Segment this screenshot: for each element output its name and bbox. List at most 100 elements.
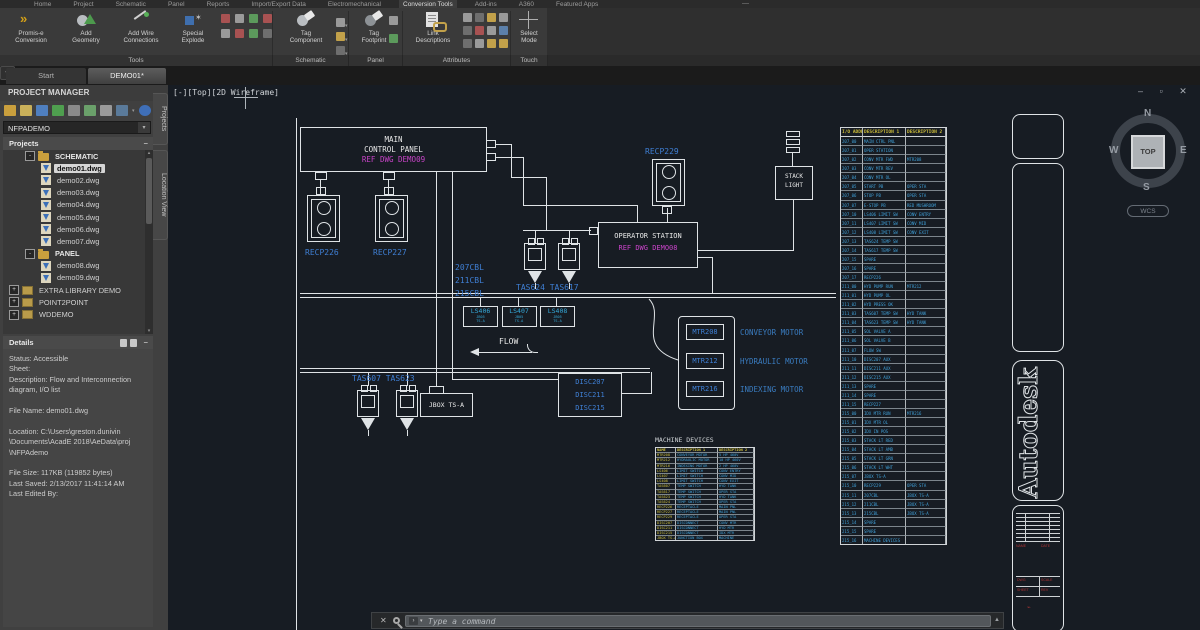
group-label-attributes[interactable]: Attributes <box>403 55 511 66</box>
viewport-label[interactable]: [-][Top][2D Wireframe] <box>173 88 279 97</box>
tree-item-panel[interactable]: -PANEL <box>3 248 145 260</box>
cable-label[interactable]: 211CBL <box>455 274 484 287</box>
tab-start[interactable]: Start <box>6 68 86 84</box>
details-collapse-icon[interactable]: − <box>144 336 148 349</box>
motor-box-mtr216[interactable]: MTR216 <box>686 381 724 397</box>
ribbon-tab-featured-apps[interactable]: Featured Apps <box>552 0 602 8</box>
wcs-dropdown[interactable]: WCS <box>1127 205 1169 217</box>
group-label-schematic[interactable]: Schematic <box>273 55 349 66</box>
motor-box-mtr208[interactable]: MTR208 <box>686 324 724 340</box>
help-icon[interactable] <box>139 105 151 116</box>
ribbon-small-icon[interactable] <box>499 13 508 22</box>
temp-switch-tas607[interactable] <box>357 390 379 417</box>
recp229-label[interactable]: RECP229 <box>645 147 679 156</box>
grid-icon[interactable] <box>68 105 80 116</box>
command-input[interactable]: › ▾ Type a command <box>405 615 991 627</box>
special-explode-button[interactable]: ✶ Special Explode <box>168 10 218 44</box>
temp-switch-tas617[interactable] <box>558 243 580 270</box>
ribbon-small-icon[interactable] <box>336 46 345 55</box>
tree-expand-icon[interactable]: - <box>25 249 35 259</box>
limit-switch-ls406[interactable]: LS406JB05TS-A <box>463 306 498 327</box>
tree-item-extra-library-demo[interactable]: +EXTRA LIBRARY DEMO <box>3 284 145 296</box>
cable-label[interactable]: 207CBL <box>455 261 484 274</box>
collapse-icon[interactable]: − <box>144 137 148 150</box>
ribbon-small-icon[interactable] <box>463 13 472 22</box>
ribbon-small-icon[interactable] <box>249 29 258 38</box>
ribbon-small-icon[interactable] <box>235 29 244 38</box>
active-project-combo[interactable]: NFPADEMO ▾ <box>3 121 151 134</box>
receptacle-symbol-recp226[interactable] <box>307 195 340 242</box>
receptacle-symbol-recp227[interactable] <box>375 195 408 242</box>
ribbon-small-icon[interactable] <box>475 39 484 48</box>
viewcube-south[interactable]: S <box>1143 182 1150 193</box>
tree-item-demo06-dwg[interactable]: demo06.dwg <box>3 223 145 235</box>
machine-devices-table[interactable]: NAMEDESCRIPTION 1DESCRIPTION 2MTR208CONV… <box>655 447 755 541</box>
ribbon-small-icon[interactable] <box>475 26 484 35</box>
ribbon-small-icon[interactable] <box>235 14 244 23</box>
ribbon-small-icon[interactable] <box>263 14 272 23</box>
tas-bottom-labels[interactable]: TAS607 TAS623 <box>352 374 415 383</box>
drawing-window-controls[interactable]: – ▫ ✕ <box>1138 86 1194 97</box>
tree-item-demo07-dwg[interactable]: demo07.dwg <box>3 235 145 247</box>
command-history-up-icon[interactable]: ▲ <box>994 617 1000 623</box>
settings-icon[interactable] <box>116 105 128 116</box>
motor-box-mtr212[interactable]: MTR212 <box>686 353 724 369</box>
tag-component-button[interactable]: Tag Component <box>278 10 334 44</box>
ribbon-small-icon[interactable] <box>487 39 496 48</box>
tree-scrollbar[interactable]: ▴▾ <box>145 150 153 334</box>
tas-top-labels[interactable]: TAS624 TAS617 <box>516 283 579 292</box>
window-minimize-icon[interactable]: — <box>742 0 749 7</box>
ribbon-small-icon[interactable] <box>487 13 496 22</box>
tree-expand-icon[interactable]: + <box>9 285 19 295</box>
tree-item-demo01-dwg[interactable]: demo01.dwg <box>3 162 145 174</box>
ribbon-small-icon[interactable] <box>475 13 484 22</box>
command-customize-icon[interactable] <box>393 617 400 624</box>
details-preview-icon[interactable] <box>130 339 137 347</box>
temp-switch-tas624[interactable] <box>524 243 546 270</box>
recp226-label[interactable]: RECP226 <box>305 248 339 257</box>
ribbon-small-icon[interactable] <box>463 26 472 35</box>
viewcube-east[interactable]: E <box>1180 145 1187 156</box>
ribbon-small-icon[interactable] <box>221 14 230 23</box>
ribbon-small-icon[interactable] <box>221 29 230 38</box>
viewcube-west[interactable]: W <box>1109 145 1118 156</box>
ribbon-tab-electromechanical[interactable]: Electromechanical <box>324 0 385 8</box>
details-doc-icon[interactable] <box>120 339 127 347</box>
tree-item-demo02-dwg[interactable]: demo02.dwg <box>3 174 145 186</box>
project-details-icon[interactable] <box>36 105 48 116</box>
receptacle-symbol-recp229[interactable] <box>652 159 685 206</box>
command-caret-icon[interactable]: ▾ <box>420 618 423 624</box>
tree-view-icon[interactable] <box>84 105 96 116</box>
tree-item-demo03-dwg[interactable]: demo03.dwg <box>3 187 145 199</box>
command-close-icon[interactable]: ✕ <box>380 616 387 625</box>
ribbon-tab-project[interactable]: Project <box>69 0 97 8</box>
ribbon-small-icon[interactable] <box>389 34 398 43</box>
tree-item-wddemo[interactable]: +WDDEMO <box>3 308 145 320</box>
io-list-table[interactable]: I/O ADDRDESCRIPTION 1DESCRIPTION 2207_00… <box>840 127 947 545</box>
ribbon-tab-import-export-data[interactable]: Import/Export Data <box>247 0 310 8</box>
vertical-tab-location-view[interactable]: Location View <box>153 150 168 240</box>
command-line-dock[interactable]: ✕ › ▾ Type a command ▲ <box>371 612 1004 629</box>
limit-switch-ls408[interactable]: LS408JB05TS-A <box>540 306 575 327</box>
add-geometry-button[interactable]: Add Geometry <box>60 10 112 44</box>
tree-expand-icon[interactable]: - <box>25 151 35 161</box>
refresh-icon[interactable] <box>52 105 64 116</box>
ribbon-small-icon[interactable] <box>463 39 472 48</box>
details-panel-header[interactable]: Details − <box>3 336 153 349</box>
select-mode-button[interactable]: Select Mode <box>512 10 546 44</box>
promise-conversion-button[interactable]: » Promis-e Conversion <box>4 10 58 44</box>
group-label-tools[interactable]: Tools <box>0 55 273 66</box>
tree-item-schematic[interactable]: -SCHEMATIC <box>3 150 145 162</box>
tree-item-demo05-dwg[interactable]: demo05.dwg <box>3 211 145 223</box>
limit-switch-ls407[interactable]: LS407JB05TS-A <box>502 306 537 327</box>
ribbon-small-icon[interactable] <box>499 26 508 35</box>
cable-label[interactable]: 215CBL <box>455 287 484 300</box>
open-project-icon[interactable] <box>20 105 32 116</box>
tree-item-demo08-dwg[interactable]: demo08.dwg <box>3 260 145 272</box>
ribbon-tab-reports[interactable]: Reports <box>203 0 234 8</box>
recp227-label[interactable]: RECP227 <box>373 248 407 257</box>
tree-item-demo09-dwg[interactable]: demo09.dwg <box>3 272 145 284</box>
tree-item-demo04-dwg[interactable]: demo04.dwg <box>3 199 145 211</box>
ribbon-tab-a360[interactable]: A360 <box>515 0 538 8</box>
combo-dropdown-icon[interactable]: ▾ <box>138 122 150 133</box>
